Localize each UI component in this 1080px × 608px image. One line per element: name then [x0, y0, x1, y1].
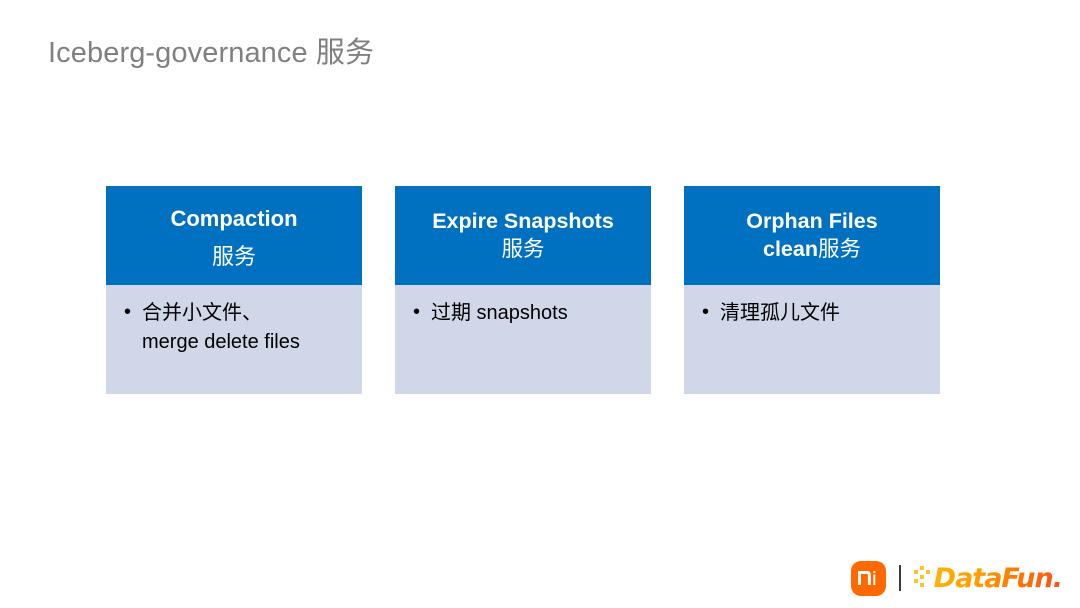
- card-header-line-2: clean服务: [763, 237, 861, 262]
- bullet-line-1: 过期 snapshots: [431, 302, 568, 324]
- service-card-row: Compaction 服务 合并小文件、 merge delete files …: [106, 186, 940, 394]
- list-item: 过期 snapshots: [411, 298, 641, 328]
- service-card-compaction[interactable]: Compaction 服务 合并小文件、 merge delete files: [106, 186, 362, 394]
- list-item: 清理孤儿文件: [700, 298, 930, 328]
- card-body-expire-snapshots: 过期 snapshots: [395, 285, 651, 394]
- card-header-line-2: 服务: [501, 237, 545, 261]
- card-header-line-2: 服务: [211, 243, 256, 269]
- footer-logo-group: DataFun.: [850, 556, 1063, 600]
- service-card-orphan-files-clean[interactable]: Orphan Files clean服务 清理孤儿文件: [684, 186, 940, 394]
- datafun-dots-icon: [913, 566, 932, 590]
- xiaomi-mi-logo-icon: [850, 560, 886, 596]
- datafun-wordmark: DataFun.: [933, 562, 1063, 594]
- bullet-line-1: 清理孤儿文件: [720, 302, 840, 324]
- bullet-line-2: merge delete files: [142, 331, 300, 353]
- logo-divider: [898, 565, 901, 591]
- card-body-orphan-files-clean: 清理孤儿文件: [684, 285, 940, 394]
- card-header-compaction: Compaction 服务: [106, 186, 362, 285]
- card-body-compaction: 合并小文件、 merge delete files: [106, 285, 362, 394]
- list-item: 合并小文件、 merge delete files: [122, 298, 352, 357]
- card-header-expire-snapshots: Expire Snapshots 服务: [395, 186, 651, 285]
- page-title: Iceberg-governance 服务: [48, 37, 375, 69]
- card-header-line-1: Orphan Files: [746, 208, 878, 233]
- card-header-orphan-files-clean: Orphan Files clean服务: [684, 186, 940, 285]
- card-header-line-1: Expire Snapshots: [432, 208, 614, 233]
- card-header-line-2-en: clean: [763, 237, 818, 261]
- card-header-line-1: Compaction: [170, 205, 298, 231]
- card-header-line-2-cn: 服务: [817, 237, 861, 261]
- service-card-expire-snapshots[interactable]: Expire Snapshots 服务 过期 snapshots: [395, 186, 651, 394]
- datafun-logo: DataFun.: [913, 561, 1063, 595]
- bullet-line-1: 合并小文件、: [142, 302, 262, 324]
